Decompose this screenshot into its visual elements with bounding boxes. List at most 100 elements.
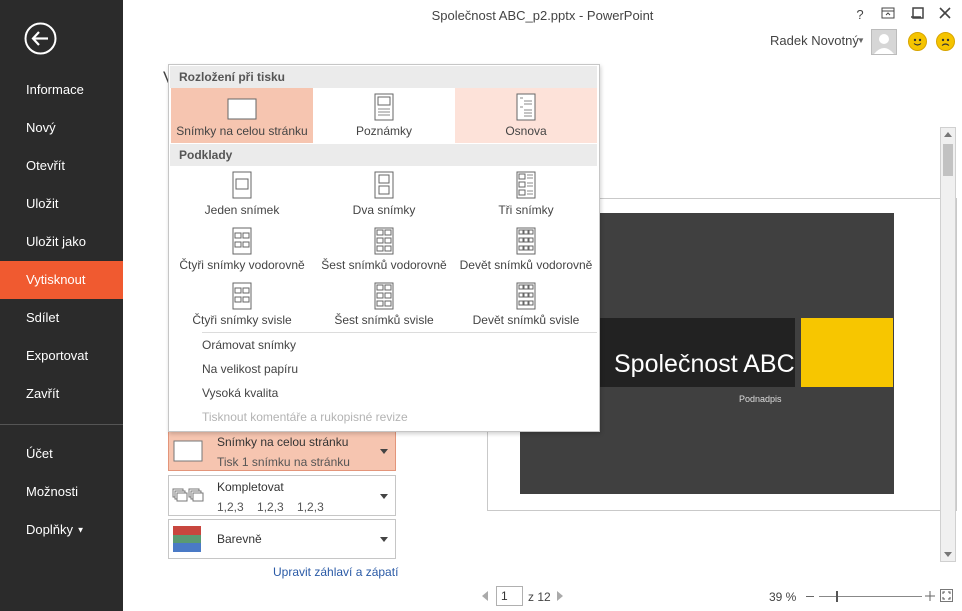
backstage-sidebar: Informace Nový Otevřít Uložit Uložit jak… bbox=[0, 0, 123, 611]
scroll-up-icon[interactable] bbox=[944, 132, 952, 137]
zoom-level-label[interactable]: 39 % bbox=[769, 590, 797, 604]
tile-label: Osnova bbox=[505, 124, 547, 138]
nine-slides-vertical-icon bbox=[516, 282, 536, 310]
tile-handout-3-slides[interactable]: Tři snímky bbox=[455, 167, 597, 222]
tile-handout-1-slide[interactable]: Jeden snímek bbox=[171, 167, 313, 222]
dropdown-arrow-icon bbox=[380, 494, 388, 499]
back-arrow-icon[interactable] bbox=[24, 22, 57, 55]
nine-slides-horizontal-icon bbox=[516, 227, 536, 255]
close-icon bbox=[939, 7, 951, 19]
zoom-out-icon[interactable] bbox=[806, 596, 814, 597]
option-scale-to-paper[interactable]: Na velikost papíru bbox=[202, 362, 299, 376]
nav-otevrit[interactable]: Otevřít bbox=[26, 158, 66, 173]
tile-handout-4-vertical[interactable]: Čtyři snímky svisle bbox=[171, 278, 313, 331]
option-high-quality[interactable]: Vysoká kvalita bbox=[202, 386, 279, 400]
page-count-label: z 12 bbox=[528, 590, 551, 604]
tile-handout-6-vertical[interactable]: Šest snímků svisle bbox=[313, 278, 455, 331]
gallery-separator bbox=[202, 332, 597, 333]
tile-label: Čtyři snímky svisle bbox=[192, 313, 292, 327]
tile-label: Šest snímků vodorovně bbox=[321, 258, 447, 272]
layout-setting-dropdown[interactable]: Snímky na celou stránku Tisk 1 snímku na… bbox=[168, 430, 396, 471]
nav-informace[interactable]: Informace bbox=[26, 82, 84, 97]
user-avatar[interactable] bbox=[871, 29, 897, 55]
fit-to-window-icon[interactable] bbox=[940, 589, 953, 602]
frown-feedback-icon[interactable] bbox=[936, 32, 955, 51]
nav-zavrit[interactable]: Zavřít bbox=[26, 386, 60, 401]
zoom-slider-thumb[interactable] bbox=[836, 591, 838, 602]
tile-label: Snímky na celou stránku bbox=[176, 124, 308, 138]
zoom-slider-track[interactable] bbox=[819, 596, 922, 597]
collate-pages-icon bbox=[172, 488, 204, 502]
nav-moznosti[interactable]: Možnosti bbox=[26, 484, 79, 499]
user-menu-caret-icon[interactable]: ▼ bbox=[857, 36, 865, 45]
two-slides-handout-icon bbox=[374, 171, 394, 199]
tile-handout-9-horizontal[interactable]: Devět snímků vodorovně bbox=[455, 223, 597, 277]
nav-vytisknout[interactable]: Vytisknout bbox=[0, 261, 123, 299]
notes-page-icon bbox=[374, 93, 394, 121]
nav-doplnky[interactable]: Doplňky ▼ bbox=[0, 511, 123, 549]
full-page-slide-icon bbox=[227, 98, 257, 120]
nav-sdilet[interactable]: Sdílet bbox=[26, 310, 60, 325]
option-frame-slides[interactable]: Orámovat snímky bbox=[202, 338, 297, 352]
section-header-handouts: Podklady bbox=[170, 144, 597, 166]
tile-label: Čtyři snímky vodorovně bbox=[179, 258, 305, 272]
scroll-down-icon[interactable] bbox=[944, 552, 952, 557]
print-layout-gallery: Rozložení při tisku Snímky na celou strá… bbox=[168, 64, 600, 432]
zoom-in-icon[interactable] bbox=[925, 591, 935, 601]
outline-page-icon bbox=[516, 93, 536, 121]
slide-subtitle: Podnadpis bbox=[739, 394, 782, 404]
tile-outline[interactable]: Osnova bbox=[455, 88, 597, 143]
collate-setting-dropdown[interactable]: Kompletovat 1,2,3 1,2,3 1,2,3 bbox=[168, 475, 396, 516]
tile-handout-9-vertical[interactable]: Devět snímků svisle bbox=[455, 278, 597, 331]
maximize-button[interactable] bbox=[909, 6, 927, 24]
help-button[interactable]: ? bbox=[856, 7, 864, 22]
smile-feedback-icon[interactable] bbox=[908, 32, 927, 51]
six-slides-vertical-icon bbox=[374, 282, 394, 310]
slide-accent-block bbox=[801, 318, 893, 387]
nav-novy[interactable]: Nový bbox=[26, 120, 56, 135]
option-print-comments: Tisknout komentáře a rukopisné revize bbox=[202, 410, 408, 424]
six-slides-horizontal-icon bbox=[374, 227, 394, 255]
nav-ucet[interactable]: Účet bbox=[26, 446, 53, 461]
tile-label: Tři snímky bbox=[498, 203, 554, 217]
user-name[interactable]: Radek Novotný bbox=[770, 33, 859, 48]
preview-vertical-scrollbar[interactable] bbox=[940, 127, 956, 562]
nav-ulozit[interactable]: Uložit bbox=[26, 196, 59, 211]
dropdown-arrow-icon bbox=[380, 537, 388, 542]
ribbon-display-icon bbox=[881, 7, 895, 19]
maximize-icon bbox=[912, 7, 924, 19]
four-slides-horizontal-icon bbox=[232, 227, 252, 255]
setting-subtitle: 1,2,3 1,2,3 1,2,3 bbox=[217, 500, 324, 514]
four-slides-vertical-icon bbox=[232, 282, 252, 310]
three-slides-handout-icon bbox=[516, 171, 536, 199]
previous-page-icon[interactable] bbox=[482, 591, 488, 601]
close-button[interactable] bbox=[936, 6, 954, 24]
color-setting-dropdown[interactable]: Barevně bbox=[168, 519, 396, 559]
person-icon bbox=[874, 34, 894, 54]
tile-label: Dva snímky bbox=[352, 203, 416, 217]
nav-exportovat[interactable]: Exportovat bbox=[26, 348, 89, 363]
nav-separator bbox=[0, 424, 123, 425]
full-page-slide-icon bbox=[173, 440, 203, 462]
setting-title: Barevně bbox=[217, 532, 262, 546]
one-slide-handout-icon bbox=[232, 171, 252, 199]
setting-subtitle: Tisk 1 snímku na stránku bbox=[217, 455, 350, 469]
setting-title: Kompletovat bbox=[217, 480, 284, 494]
page-number-input[interactable] bbox=[496, 586, 523, 606]
slide-title: Společnost ABC bbox=[614, 350, 795, 378]
color-palette-icon bbox=[173, 526, 201, 552]
tile-label: Devět snímků svisle bbox=[472, 313, 580, 327]
tile-handout-2-slides[interactable]: Dva snímky bbox=[313, 167, 455, 222]
next-page-icon[interactable] bbox=[557, 591, 563, 601]
tile-handout-6-horizontal[interactable]: Šest snímků vodorovně bbox=[313, 223, 455, 277]
nav-ulozit-jako[interactable]: Uložit jako bbox=[26, 234, 86, 249]
ribbon-display-button[interactable] bbox=[879, 6, 897, 24]
tile-full-page-slides[interactable]: Snímky na celou stránku bbox=[171, 88, 313, 143]
nav-doplnky-label: Doplňky bbox=[26, 522, 73, 537]
edit-header-footer-link[interactable]: Upravit záhlaví a zápatí bbox=[273, 565, 399, 579]
setting-title: Snímky na celou stránku bbox=[217, 435, 349, 449]
tile-handout-4-horizontal[interactable]: Čtyři snímky vodorovně bbox=[171, 223, 313, 277]
tile-notes[interactable]: Poznámky bbox=[313, 88, 455, 143]
dropdown-arrow-icon bbox=[380, 449, 388, 454]
scrollbar-thumb[interactable] bbox=[943, 144, 953, 176]
